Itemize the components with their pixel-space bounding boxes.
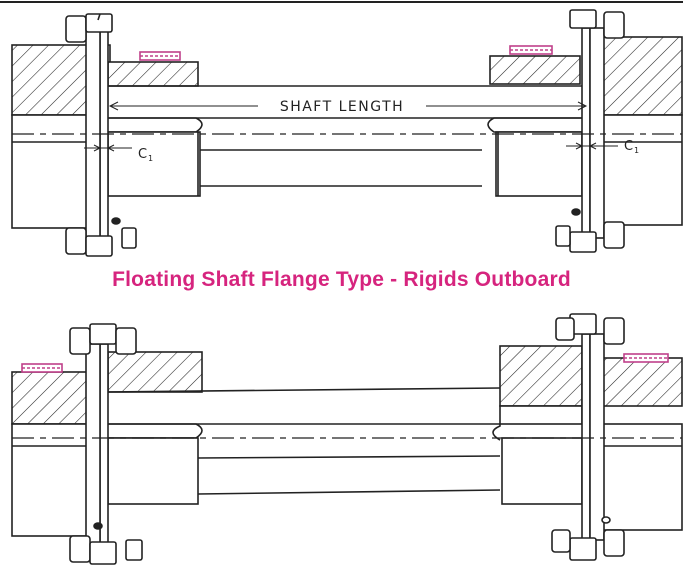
right-flange-top [555,9,625,253]
right-seal-top [509,45,553,55]
clearance-dimension-right [566,142,618,150]
clearance-right-label: C [624,139,633,154]
top-assembly [11,9,683,257]
right-flange-bottom [551,313,625,561]
left-flange-top [65,13,137,257]
clearance-left-label: C [138,147,147,162]
left-seal-bottom [21,363,63,373]
bottom-assembly [11,313,683,565]
shaft-length-dimension [108,101,588,111]
right-hub-top [487,36,683,226]
right-seal-bottom [623,353,669,363]
clearance-right-subscript: 1 [634,146,639,155]
clearance-left-subscript: 1 [148,154,153,163]
left-flange-bottom [69,323,143,565]
diagram-caption: Floating Shaft Flange Type - Rigids Outb… [112,268,571,291]
shaft-length-label: SHAFT LENGTH [280,99,404,115]
right-hub-bottom [492,345,683,531]
clearance-dimension-left [84,144,132,152]
left-seal-top [139,51,181,61]
